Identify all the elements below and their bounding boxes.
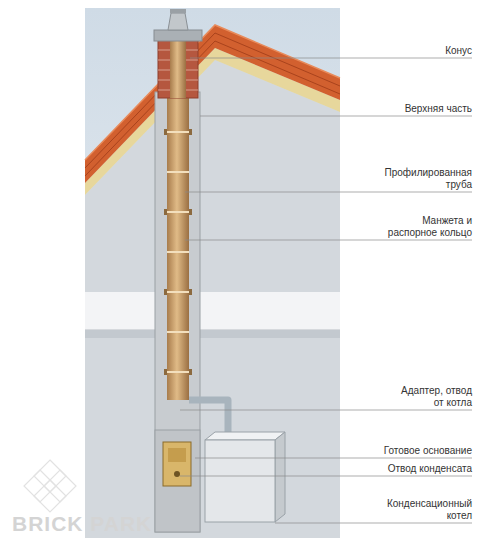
part-label: Готовое основание (352, 445, 472, 457)
base-block (155, 430, 200, 532)
top-pipe (170, 40, 186, 98)
part-label: Конус (352, 45, 472, 57)
spacer-ring (189, 369, 192, 375)
boiler-top (205, 432, 285, 440)
leader-line (190, 58, 472, 59)
spacer-ring (189, 209, 192, 215)
profiled-pipe (167, 92, 189, 400)
pipe-joint (167, 291, 189, 293)
leader-line (180, 476, 472, 477)
ceiling-band (85, 292, 340, 330)
pipe-joint (167, 171, 189, 173)
watermark: BRICK PARK (12, 512, 152, 536)
logo-diamond (34, 480, 66, 512)
pipe-joint (167, 371, 189, 373)
tile-row (85, 33, 340, 168)
roof-ridge (85, 25, 340, 160)
door-panel (168, 448, 186, 462)
part-label: Адаптер, отвод от котла (392, 385, 472, 409)
boiler-side (275, 432, 285, 522)
part-label: Верхняя часть (352, 103, 472, 115)
part-label: Профилированная труба (377, 167, 472, 191)
leader-line (200, 116, 472, 117)
leader-lines (180, 58, 472, 523)
chimney-block (155, 92, 200, 532)
leader-line (275, 523, 472, 524)
condensate-outlet (174, 471, 180, 477)
watermark-logo (24, 460, 76, 512)
spacer-ring (164, 209, 167, 215)
leader-line (185, 240, 472, 241)
part-label: Отвод конденсата (352, 463, 472, 475)
spacer-rings (164, 129, 192, 375)
condensing-boiler (205, 440, 275, 522)
ceiling-shadow (85, 330, 340, 338)
pipe-joint (167, 251, 189, 253)
pipe-joint (167, 211, 189, 213)
brick-cladding (158, 40, 198, 98)
logo-diamond (24, 470, 56, 502)
pipe-joints (167, 132, 189, 372)
cone-top (170, 9, 186, 13)
backdrop (85, 8, 340, 538)
spacer-ring (164, 289, 167, 295)
spacer-ring (164, 369, 167, 375)
pipe-joint (167, 131, 189, 133)
chimney-cap (154, 30, 202, 41)
logo-diamond (44, 470, 76, 502)
spacer-ring (189, 289, 192, 295)
inspection-door (163, 442, 191, 486)
roof-tiles (85, 25, 340, 183)
logo-diamond (34, 460, 66, 492)
cone (168, 13, 188, 30)
spacer-ring (189, 129, 192, 135)
leader-line (185, 192, 472, 193)
leader-line (180, 410, 472, 411)
pipe-joint (167, 331, 189, 333)
spacer-ring (164, 129, 167, 135)
part-label: Конденсационный котел (382, 498, 472, 522)
leader-line (195, 458, 472, 459)
part-label: Манжета и распорное кольцо (377, 215, 472, 239)
